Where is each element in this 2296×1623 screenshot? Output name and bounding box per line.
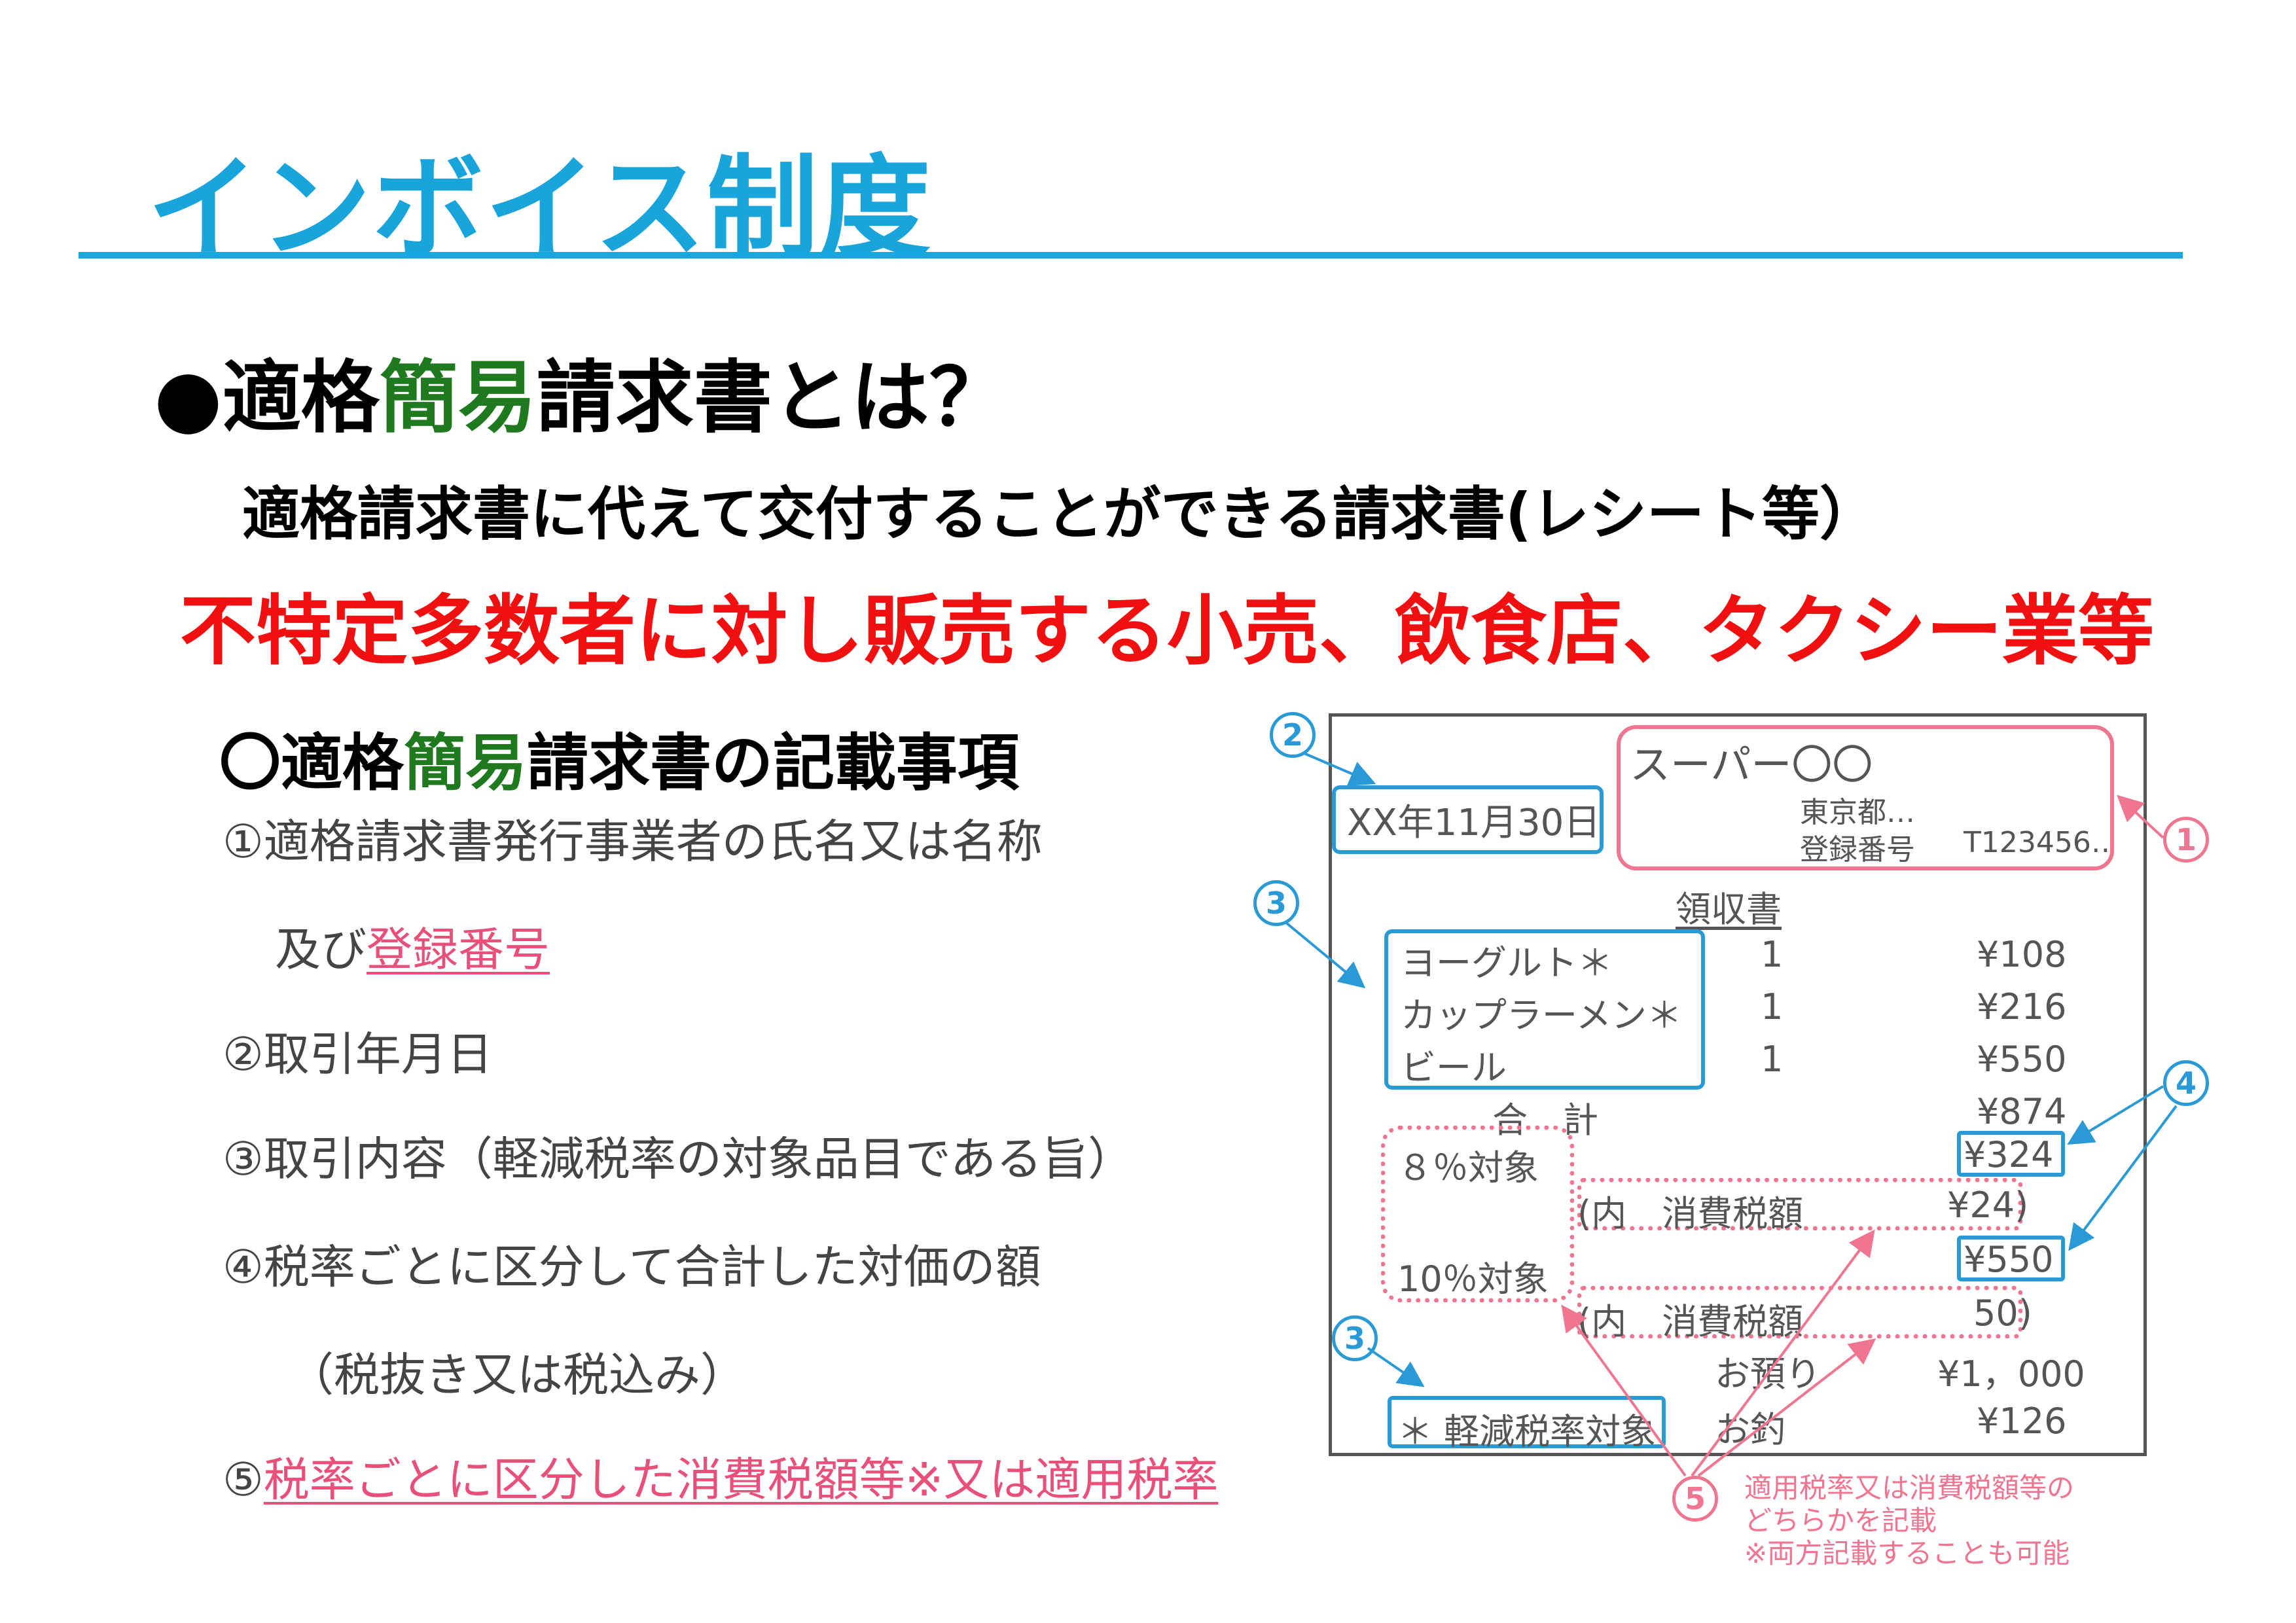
note-line-1: 適用税率又は消費税額等の bbox=[1744, 1472, 2075, 1504]
total-value: ¥874 bbox=[1977, 1091, 2067, 1132]
arrow-5-b bbox=[1691, 1229, 1875, 1477]
receipt-doc-title: 領収書 bbox=[1676, 889, 1782, 930]
tax8-box bbox=[1577, 1178, 2022, 1230]
description: 適格請求書に代えて交付することができる請求書(レシート等） bbox=[242, 480, 1878, 548]
rate8-value: ¥324 bbox=[1964, 1134, 2054, 1175]
marker-5: 5 bbox=[1672, 1476, 1718, 1522]
arrow-5-a bbox=[1561, 1304, 1687, 1477]
tax10-label: (内 消費税額 bbox=[1577, 1301, 1804, 1342]
item-price: ¥108 bbox=[1977, 934, 2067, 975]
requirements-heading: 〇適格簡易請求書の記載事項 bbox=[219, 713, 1019, 802]
receipt-date: XX年11月30日 bbox=[1347, 802, 1601, 844]
item-name: ヨーグルト＊ bbox=[1401, 942, 1613, 984]
rate10-value: ¥550 bbox=[1964, 1239, 2054, 1280]
rate8-value-box bbox=[1957, 1131, 2065, 1177]
item-qty: 1 bbox=[1761, 986, 1784, 1027]
marker-3-top: 3 bbox=[1253, 880, 1299, 926]
heading-prefix: ●適格 bbox=[154, 353, 380, 444]
req-heading-suffix: 請求書の記載事項 bbox=[527, 728, 1020, 799]
requirement-1-prefix: 及び bbox=[275, 923, 367, 976]
requirement-1-line2: 及び登録番号 bbox=[275, 913, 550, 979]
title-underline bbox=[79, 252, 2183, 259]
requirement-4-line1: ④税率ごとに区分して合計した対価の額 bbox=[223, 1240, 1041, 1294]
requirement-1-line1: ①適格請求書発行事業者の氏名又は名称 bbox=[223, 815, 1043, 868]
section-heading: ●適格簡易請求書とは？ bbox=[154, 334, 1008, 448]
items-box bbox=[1384, 929, 1705, 1090]
deposit-value: ¥1，000 bbox=[1937, 1353, 2085, 1395]
reduced-rate-note: ＊ 軽減税率対象 bbox=[1397, 1411, 1657, 1452]
reduced-rate-note-box bbox=[1388, 1396, 1666, 1448]
arrow-1 bbox=[2117, 794, 2164, 839]
marker-3-bottom: 3 bbox=[1332, 1315, 1378, 1361]
req-heading-prefix: 〇適格 bbox=[219, 728, 404, 799]
rate8-label: ８％対象 bbox=[1397, 1147, 1539, 1188]
arrow-5-c bbox=[1697, 1338, 1876, 1477]
requirement-5: ⑤税率ごとに区分した消費税額等※又は適用税率 bbox=[223, 1443, 1218, 1509]
item-qty: 1 bbox=[1761, 1039, 1784, 1080]
rate10-label: 10％対象 bbox=[1397, 1258, 1549, 1300]
item-price: ¥216 bbox=[1977, 986, 2067, 1027]
store-name: スーパー〇〇 bbox=[1630, 741, 1873, 789]
requirement-5-prefix: ⑤ bbox=[223, 1453, 264, 1507]
tax8-label: (内 消費税額 bbox=[1577, 1193, 1804, 1234]
total-label: 合 計 bbox=[1492, 1099, 1598, 1141]
store-address: 東京都… bbox=[1800, 796, 1915, 829]
change-value: ¥126 bbox=[1977, 1400, 2067, 1442]
requirement-4-line2: （税抜き又は税込み） bbox=[288, 1348, 746, 1402]
tax10-value: 50) bbox=[1973, 1293, 2032, 1334]
marker-2: 2 bbox=[1270, 712, 1316, 758]
registration-number: T123456‥ bbox=[1964, 826, 2111, 859]
note-line-3: ※両方記載することも可能 bbox=[1744, 1537, 2070, 1569]
item-name: ビール bbox=[1401, 1047, 1507, 1088]
requirement-2: ②取引年月日 bbox=[223, 1027, 493, 1081]
marker-1: 1 bbox=[2163, 817, 2209, 863]
receipt-example bbox=[1329, 713, 2147, 1456]
store-info-box bbox=[1617, 725, 2114, 870]
req-heading-highlight: 簡易 bbox=[404, 728, 528, 799]
item-qty: 1 bbox=[1761, 934, 1784, 975]
requirement-5-highlight: 税率ごとに区分した消費税額等※又は適用税率 bbox=[263, 1453, 1219, 1507]
arrow-4-b bbox=[2068, 1105, 2178, 1251]
arrow-3-top bbox=[1285, 921, 1366, 989]
arrow-4-a bbox=[2067, 1085, 2164, 1145]
target-businesses: 不特定多数者に対し販売する小売、飲食店、タクシー業等 bbox=[180, 587, 2154, 675]
marker-4: 4 bbox=[2163, 1060, 2209, 1106]
registration-number-highlight: 登録番号 bbox=[367, 923, 550, 976]
requirement-3: ③取引内容（軽減税率の対象品目である旨） bbox=[223, 1132, 1134, 1186]
arrow-3-bottom bbox=[1367, 1347, 1425, 1387]
registration-label: 登録番号 bbox=[1800, 833, 1915, 866]
tax8-value: ¥24) bbox=[1947, 1185, 2029, 1226]
rate-labels-box bbox=[1381, 1126, 1574, 1302]
date-box bbox=[1332, 785, 1604, 854]
heading-suffix: 請求書とは？ bbox=[536, 353, 1008, 444]
arrow-2 bbox=[1302, 751, 1376, 786]
heading-highlight: 簡易 bbox=[379, 353, 537, 444]
item-price: ¥550 bbox=[1977, 1039, 2067, 1080]
note-line-2: どちらかを記載 bbox=[1744, 1505, 1937, 1537]
rate10-value-box bbox=[1957, 1236, 2065, 1281]
item-name: カップラーメン＊ bbox=[1401, 995, 1682, 1036]
